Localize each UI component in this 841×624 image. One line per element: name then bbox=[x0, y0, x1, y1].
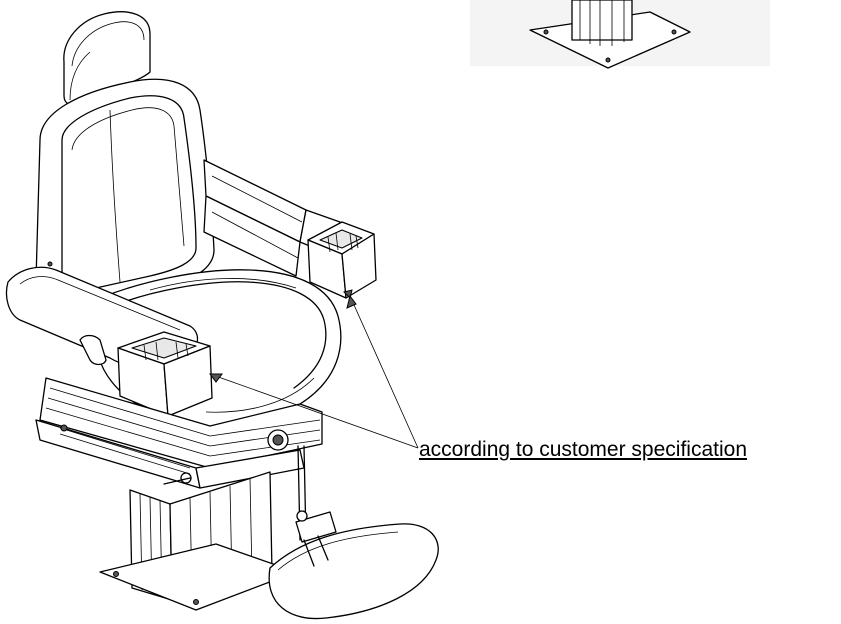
foot-rest bbox=[268, 510, 439, 620]
callout-label: according to customer specification bbox=[419, 438, 747, 461]
left-cup-holder bbox=[117, 331, 213, 417]
right-cup-holder bbox=[307, 221, 377, 299]
inset-pedestal-base bbox=[470, 0, 770, 69]
suspension-bellows bbox=[39, 377, 323, 469]
callout-leaders bbox=[209, 294, 419, 449]
slide-rail bbox=[35, 419, 305, 489]
